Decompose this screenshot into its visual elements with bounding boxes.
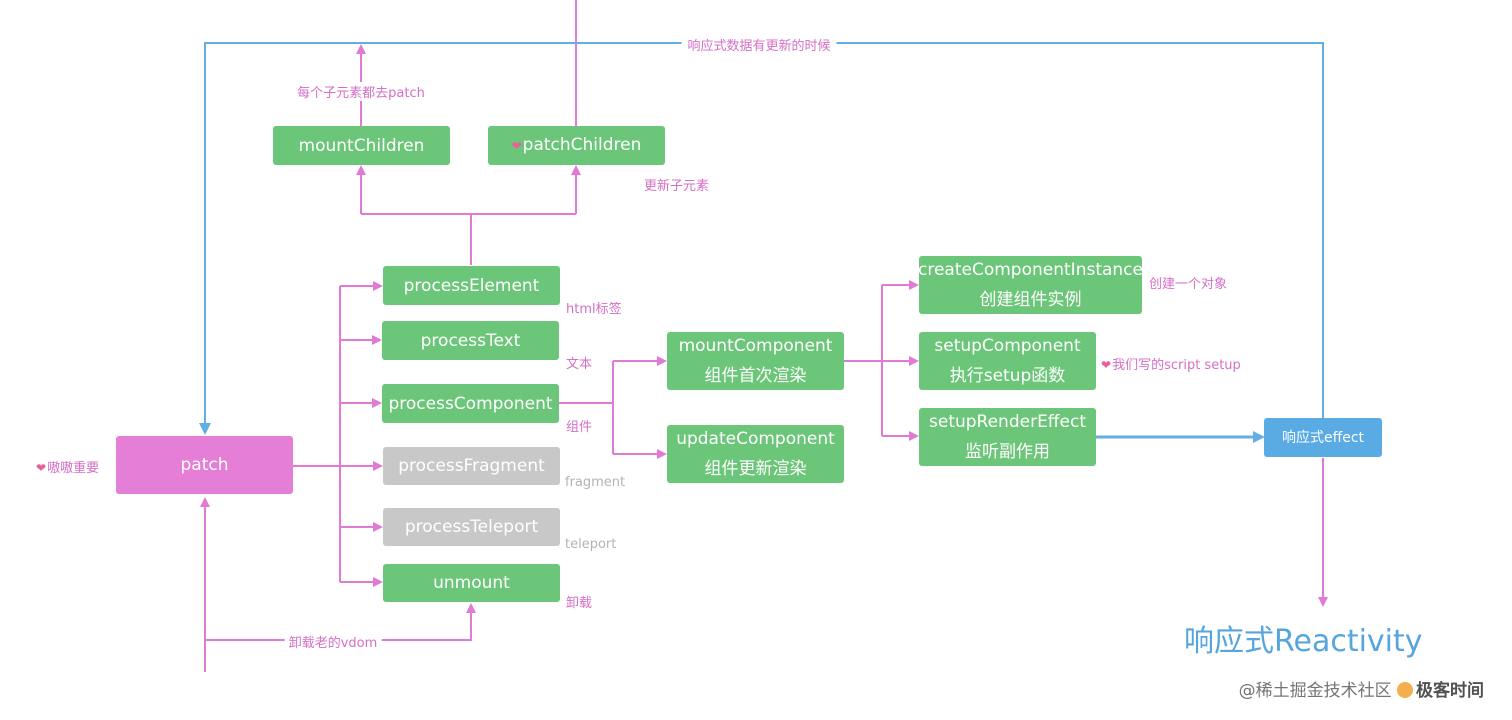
- process-component-label: processComponent: [388, 393, 553, 414]
- setup-render-effect-node: setupRenderEffect 监听副作用: [919, 408, 1096, 466]
- create-component-instance-label: createComponentInstance: [918, 260, 1143, 280]
- teleport-note: teleport: [565, 537, 617, 552]
- process-teleport-label: processTeleport: [404, 517, 539, 537]
- mount-component-desc: 组件首次渲染: [704, 366, 807, 386]
- reactive-update-note: 响应式数据有更新的时候: [681, 35, 837, 54]
- heart-icon: ❤: [36, 461, 47, 475]
- process-fragment-node: processFragment: [383, 447, 560, 485]
- process-text-label: processText: [420, 330, 521, 351]
- unmount-label: unmount: [433, 573, 510, 593]
- text-note: 文本: [566, 357, 593, 372]
- watermark: @稀土掘金技术社区 极客时间: [1239, 676, 1490, 701]
- update-component-desc: 组件更新渲染: [704, 459, 807, 479]
- update-component-node: updateComponent 组件更新渲染: [667, 425, 844, 483]
- patch-node-label: patch: [180, 455, 229, 475]
- patch-children-label: patchChildren: [522, 135, 642, 155]
- process-teleport-node: processTeleport: [383, 508, 560, 546]
- patch-children-node: ❤patchChildren: [488, 126, 665, 165]
- setup-render-effect-desc: 监听副作用: [965, 442, 1050, 462]
- setup-component-label: setupComponent: [934, 336, 1081, 356]
- html-tag-note: html标签: [566, 302, 622, 317]
- setup-render-effect-label: setupRenderEffect: [929, 412, 1086, 432]
- component-note: 组件: [566, 420, 593, 435]
- watermark-site: @稀土掘金技术社区: [1238, 681, 1392, 701]
- mount-children-node: mountChildren: [273, 126, 450, 165]
- heart-icon: ❤: [511, 139, 522, 153]
- update-component-label: updateComponent: [676, 429, 835, 449]
- mount-children-label: mountChildren: [298, 135, 425, 156]
- create-component-instance-node: createComponentInstance 创建组件实例: [918, 256, 1143, 314]
- reactivity-title: 响应式Reactivity: [1184, 624, 1423, 659]
- fragment-note: fragment: [565, 475, 626, 490]
- setup-note-text: 我们写的script setup: [1112, 358, 1241, 373]
- process-fragment-label: processFragment: [398, 456, 545, 476]
- setup-note: ❤我们写的script setup: [1101, 354, 1241, 373]
- update-children-note: 更新子元素: [644, 179, 710, 194]
- process-element-node: processElement: [383, 266, 560, 305]
- process-text-node: processText: [382, 321, 559, 360]
- geektime-logo-icon: [1397, 682, 1413, 698]
- mount-component-label: mountComponent: [678, 336, 833, 356]
- process-component-node: processComponent: [382, 384, 559, 423]
- reactive-effect-label: 响应式effect: [1281, 429, 1365, 446]
- heart-icon: ❤: [1101, 358, 1112, 372]
- create-component-instance-desc: 创建组件实例: [979, 290, 1082, 310]
- watermark-brand: 极客时间: [1416, 681, 1484, 701]
- reactive-effect-node: 响应式effect: [1264, 418, 1382, 457]
- unmount-node: unmount: [383, 564, 560, 602]
- each-child-patch-note: 每个子元素都去patch: [293, 82, 429, 101]
- patch-node: patch: [116, 436, 293, 494]
- create-instance-note: 创建一个对象: [1149, 277, 1228, 292]
- unmount-note: 卸载: [566, 596, 593, 611]
- unmount-old-vdom-note: 卸载老的vdom: [284, 632, 382, 651]
- setup-component-desc: 执行setup函数: [949, 366, 1066, 386]
- mount-component-node: mountComponent 组件首次渲染: [667, 332, 844, 390]
- process-element-label: processElement: [403, 275, 540, 296]
- patch-note-text: 嗷嗷重要: [47, 461, 100, 476]
- patch-note: ❤嗷嗷重要: [36, 457, 99, 476]
- setup-component-node: setupComponent 执行setup函数: [919, 332, 1096, 390]
